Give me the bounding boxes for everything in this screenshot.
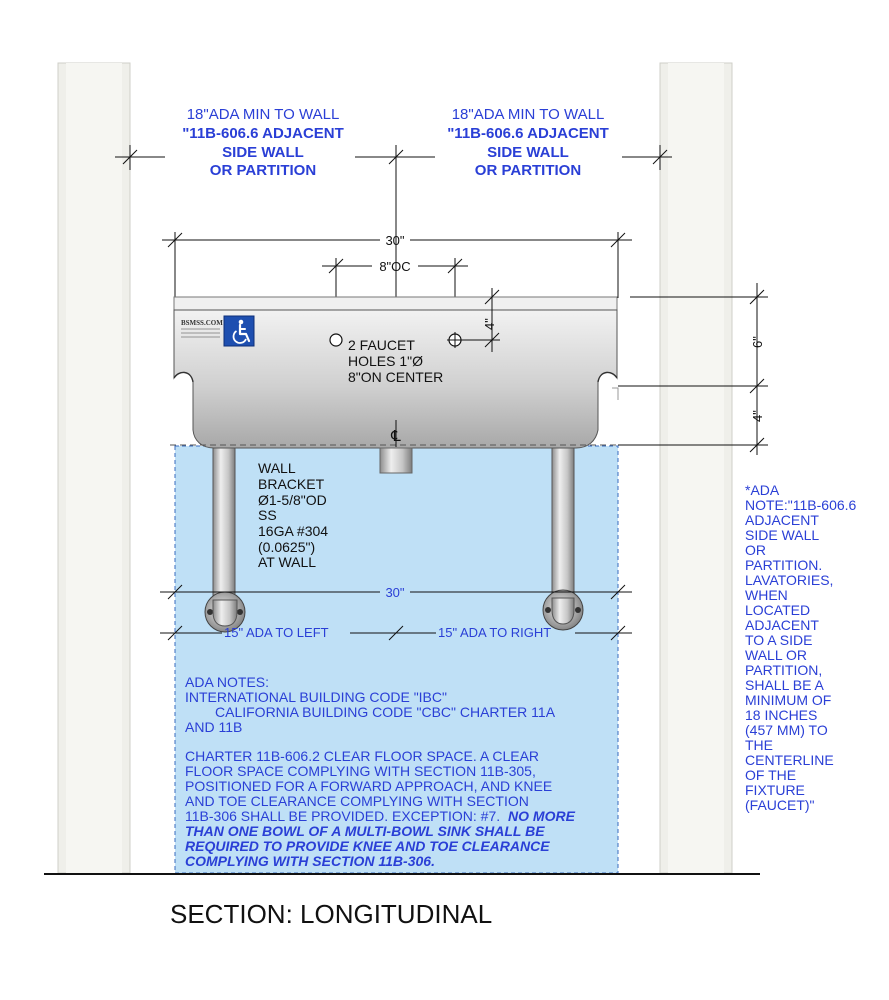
bracket-note-line-3: Ø1-5/8"OD xyxy=(258,492,327,508)
ada-left-label: 15" ADA TO LEFT xyxy=(224,625,329,640)
side-note-line: LAVATORIES, xyxy=(745,572,833,588)
right-wall-callout: 18"ADA MIN TO WALL "11B-606.6 ADJACENT S… xyxy=(447,106,609,179)
brand-text: BSMSS.COM xyxy=(181,319,223,327)
side-note-line: LOCATED xyxy=(745,602,810,618)
ada-code-line-3: AND 11B xyxy=(185,719,242,735)
faucet-note-line-2: HOLES 1"Ø xyxy=(348,353,423,369)
ada-code-line-1: INTERNATIONAL BUILDING CODE "IBC" xyxy=(185,689,447,705)
left-callout-line-2: "11B-606.6 ADJACENT xyxy=(182,125,344,142)
ada-body-line-4: AND TOE CLEARANCE COMPLYING WITH SECTION xyxy=(185,793,529,809)
wall-bracket-note: WALL BRACKET Ø1-5/8"OD SS 16GA #304 (0.0… xyxy=(258,460,328,570)
bracket-note-line-2: BRACKET xyxy=(258,476,325,492)
side-note-line: WHEN xyxy=(745,587,788,603)
right-callout-line-1: 18"ADA MIN TO WALL xyxy=(452,106,605,123)
lower-width-label: 30" xyxy=(385,585,404,600)
ada-body-line-1: CHARTER 11B-606.2 CLEAR FLOOR SPACE. A C… xyxy=(185,748,539,764)
bowl-depth-label: 4" xyxy=(750,410,765,422)
faucet-note-line-3: 8"ON CENTER xyxy=(348,369,443,385)
side-note-line: SHALL BE A xyxy=(745,677,825,693)
faucet-note: 2 FAUCET HOLES 1"Ø 8"ON CENTER xyxy=(348,337,443,385)
left-callout-line-3: SIDE WALL xyxy=(222,144,304,161)
wheelchair-accessibility-icon xyxy=(223,315,255,347)
left-wall-callout: 18"ADA MIN TO WALL "11B-606.6 ADJACENT S… xyxy=(182,106,344,179)
ada-emphasis-first: NO MORE xyxy=(508,808,576,824)
ada-body-line-2: FLOOR SPACE COMPLYING WITH SECTION 11B-3… xyxy=(185,763,536,779)
ada-body-last: 11B-306 SHALL BE PROVIDED. EXCEPTION: #7… xyxy=(185,808,500,824)
side-note-line: TO A SIDE xyxy=(745,632,812,648)
hole-to-top-label: 4" xyxy=(482,318,497,330)
faucet-note-line-1: 2 FAUCET xyxy=(348,337,415,353)
ada-code-line-2: CALIFORNIA BUILDING CODE "CBC" CHARTER 1… xyxy=(215,704,556,720)
ada-notes: ADA NOTES: INTERNATIONAL BUILDING CODE "… xyxy=(185,674,576,869)
side-note-line: ADJACENT xyxy=(745,617,819,633)
overall-width-dimension xyxy=(162,232,632,298)
side-note-line: 18 INCHES xyxy=(745,707,817,723)
bracket-note-line-6: (0.0625") xyxy=(258,539,315,555)
faucet-spacing-label: 8"OC xyxy=(379,259,410,274)
wall-bracket-left xyxy=(204,447,246,633)
side-note-line: OF THE xyxy=(745,767,796,783)
hole-to-top-dimension xyxy=(484,288,500,352)
bracket-note-line-4: SS xyxy=(258,507,277,523)
ada-emphasis-line-2: REQUIRED TO PROVIDE KNEE AND TOE CLEARAN… xyxy=(185,838,550,854)
side-note-line: THE xyxy=(745,737,773,753)
overall-width-label: 30" xyxy=(385,233,404,248)
side-note-line: (FAUCET)" xyxy=(745,797,815,813)
ada-body-line-5: 11B-306 SHALL BE PROVIDED. EXCEPTION: #7… xyxy=(185,808,576,824)
side-note-line: PARTITION. xyxy=(745,557,822,573)
side-note-line: WALL OR xyxy=(745,647,807,663)
ada-notes-heading: ADA NOTES: xyxy=(185,674,269,690)
bracket-note-line-5: 16GA #304 xyxy=(258,523,328,539)
right-callout-line-3: SIDE WALL xyxy=(487,144,569,161)
ada-right-label: 15" ADA TO RIGHT xyxy=(438,625,551,640)
drain xyxy=(379,447,413,474)
side-note-line: OR xyxy=(745,542,766,558)
bracket-note-line-7: AT WALL xyxy=(258,554,316,570)
left-wall xyxy=(57,62,131,874)
sink-body xyxy=(173,296,619,474)
bracket-note-line-1: WALL xyxy=(258,460,296,476)
height-dimensions xyxy=(170,283,768,455)
side-note-line: NOTE:"11B-606.6 xyxy=(745,497,857,513)
ada-side-dimensions xyxy=(160,625,632,641)
ada-emphasis-line-1: THAN ONE BOWL OF A MULTI-BOWL SINK SHALL… xyxy=(185,823,545,839)
brand-label: BSMSS.COM xyxy=(181,319,223,338)
wall-callout-dimensions xyxy=(115,145,672,298)
faucet-hole-left xyxy=(329,333,343,347)
wall-bracket-right xyxy=(542,447,584,631)
right-callout-line-4: OR PARTITION xyxy=(475,162,581,179)
side-note-line: ADJACENT xyxy=(745,512,819,528)
ada-body-line-3: POSITIONED FOR A FORWARD APPROACH, AND K… xyxy=(185,778,552,794)
side-note-line: FIXTURE xyxy=(745,782,805,798)
side-note-line: SIDE WALL xyxy=(745,527,819,543)
side-note-line: (457 MM) TO xyxy=(745,722,828,738)
left-callout-line-4: OR PARTITION xyxy=(210,162,316,179)
section-caption: SECTION: LONGITUDINAL xyxy=(170,899,492,929)
right-callout-line-2: "11B-606.6 ADJACENT xyxy=(447,125,609,142)
sink-deck-rim xyxy=(173,296,618,311)
lower-width-dimension xyxy=(160,584,632,600)
side-note-line: PARTITION, xyxy=(745,662,822,678)
side-note-line: MINIMUM OF xyxy=(745,692,831,708)
ada-emphasis-line-3: COMPLYING WITH SECTION 11B-306. xyxy=(185,853,435,869)
side-note-line: CENTERLINE xyxy=(745,752,834,768)
side-note-line: *ADA xyxy=(745,482,780,498)
deck-height-label: 6" xyxy=(750,336,765,348)
right-wall xyxy=(659,62,733,874)
clear-floor-space xyxy=(174,445,619,874)
left-callout-line-1: 18"ADA MIN TO WALL xyxy=(187,106,340,123)
